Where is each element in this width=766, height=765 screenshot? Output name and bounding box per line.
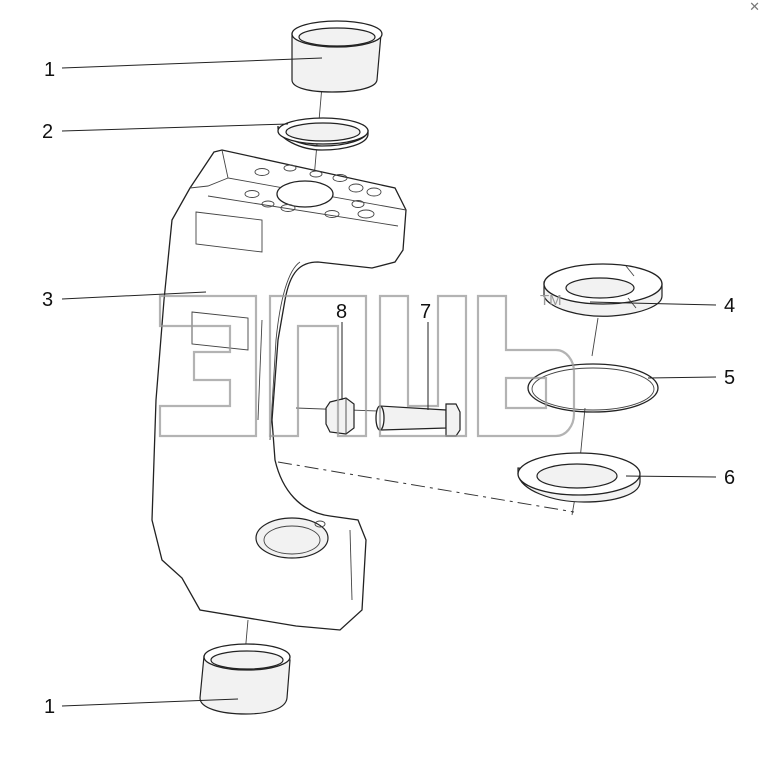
close-icon[interactable]: ✕ [749, 0, 760, 15]
axis-line-right-b [579, 407, 586, 461]
leader-4 [589, 301, 717, 306]
label-1-bottom: 1 [44, 696, 55, 718]
watermark-logo: TM [158, 292, 576, 438]
label-6: 6 [724, 467, 735, 489]
leader-6 [625, 475, 717, 478]
label-7: 7 [420, 301, 431, 323]
label-8: 8 [336, 301, 347, 323]
steering-knuckle [151, 149, 407, 631]
label-4: 4 [724, 295, 735, 317]
label-1-top: 1 [44, 59, 55, 81]
leader-1-bottom [61, 698, 239, 707]
dash-axis-line [277, 461, 575, 513]
bolt [375, 403, 461, 437]
leader-1-top [61, 57, 323, 69]
label-3: 3 [42, 289, 53, 311]
shim [517, 452, 641, 503]
leader-5 [647, 376, 717, 379]
leader-3 [61, 291, 207, 300]
nut [325, 397, 355, 435]
thrust-washer [543, 263, 663, 317]
label-5: 5 [724, 367, 735, 389]
bushing-bottom [199, 643, 291, 715]
leader-2 [61, 123, 289, 132]
seal-ring [277, 117, 369, 151]
trademark-mark: TM [540, 292, 562, 309]
axis-line-right-a [591, 317, 599, 357]
o-ring [527, 363, 659, 413]
bushing-top [291, 20, 383, 93]
label-2: 2 [42, 121, 53, 143]
